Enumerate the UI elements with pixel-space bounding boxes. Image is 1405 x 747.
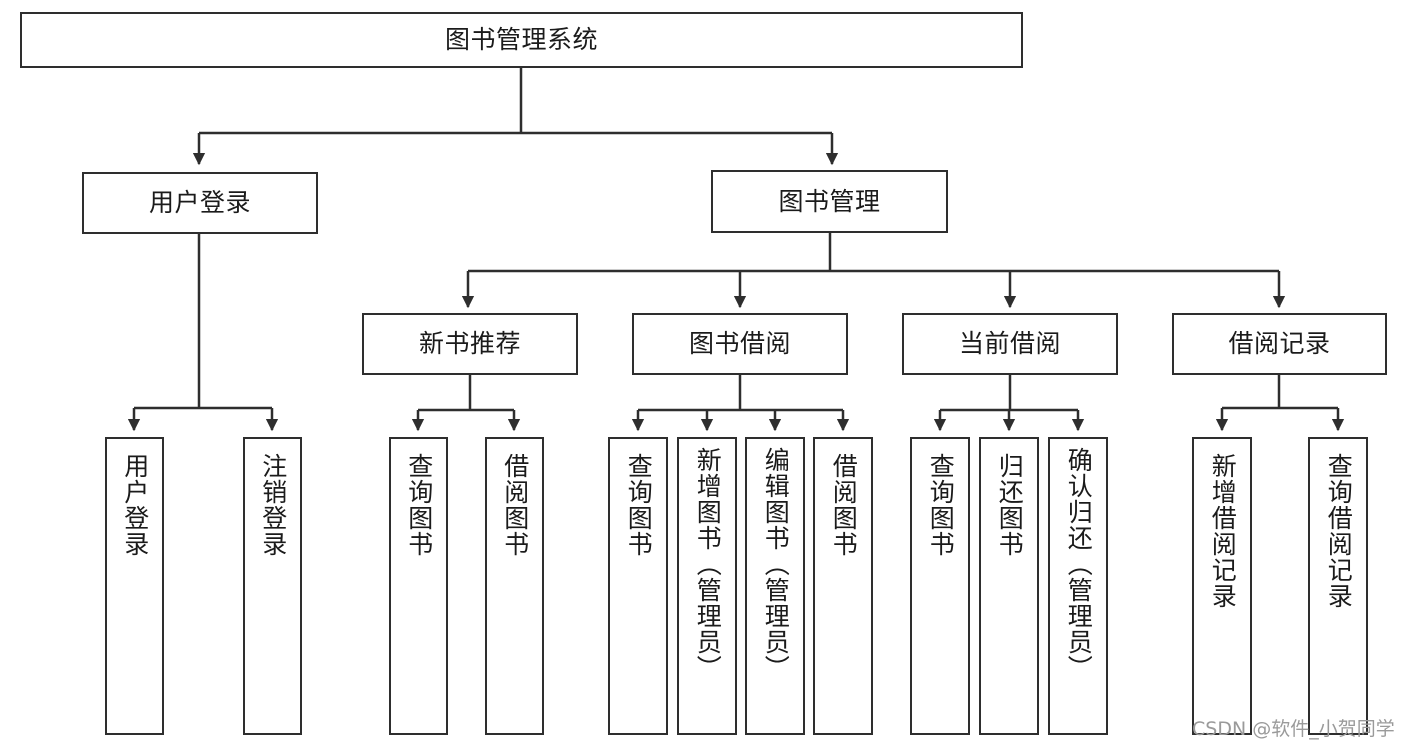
leaf-query-book-borrow[interactable]: 查询图书 xyxy=(608,437,668,735)
node-label: 图书管理 xyxy=(778,186,881,216)
node-root-system[interactable]: 图书管理系统 xyxy=(20,12,1023,68)
leaf-logout[interactable]: 注销登录 xyxy=(243,437,302,735)
node-new-book-recommend[interactable]: 新书推荐 xyxy=(362,313,578,375)
leaf-borrow-book[interactable]: 借阅图书 xyxy=(813,437,873,735)
csdn-watermark: CSDN @软件_小贺同学 xyxy=(1192,718,1395,740)
node-label: 图书管理系统 xyxy=(444,25,598,55)
node-label: 用户登录 xyxy=(148,188,251,218)
node-label: 新增借阅记录 xyxy=(1208,453,1238,609)
node-label: 用户登录 xyxy=(120,453,150,557)
node-user-login[interactable]: 用户登录 xyxy=(82,172,318,234)
node-label: 查询借阅记录 xyxy=(1324,453,1354,609)
node-book-borrow[interactable]: 图书借阅 xyxy=(632,313,848,375)
leaf-edit-book-admin[interactable]: 编辑图书（管理员） xyxy=(745,437,805,735)
node-label: 当前借阅 xyxy=(958,329,1061,359)
leaf-query-book-current[interactable]: 查询图书 xyxy=(910,437,970,735)
node-label: 注销登录 xyxy=(258,453,288,557)
leaf-query-book-recommend[interactable]: 查询图书 xyxy=(389,437,448,735)
leaf-return-book[interactable]: 归还图书 xyxy=(979,437,1039,735)
node-label: 借阅图书 xyxy=(829,453,859,557)
leaf-add-book-admin[interactable]: 新增图书（管理员） xyxy=(677,437,737,735)
leaf-query-borrow-record[interactable]: 查询借阅记录 xyxy=(1308,437,1368,735)
node-borrow-record[interactable]: 借阅记录 xyxy=(1172,313,1387,375)
node-label: 查询图书 xyxy=(624,453,654,557)
leaf-confirm-return-admin[interactable]: 确认归还（管理员） xyxy=(1048,437,1108,735)
node-label: 确认归还（管理员） xyxy=(1064,447,1094,681)
node-current-borrow[interactable]: 当前借阅 xyxy=(902,313,1118,375)
node-label: 借阅图书 xyxy=(500,453,530,557)
node-label: 新书推荐 xyxy=(418,329,521,359)
node-label: 图书借阅 xyxy=(688,329,791,359)
leaf-user-login[interactable]: 用户登录 xyxy=(105,437,164,735)
leaf-borrow-book-recommend[interactable]: 借阅图书 xyxy=(485,437,544,735)
node-label: 借阅记录 xyxy=(1228,329,1331,359)
node-label: 新增图书（管理员） xyxy=(693,447,723,681)
leaf-add-borrow-record[interactable]: 新增借阅记录 xyxy=(1192,437,1252,735)
node-book-management[interactable]: 图书管理 xyxy=(711,170,948,233)
node-label: 编辑图书（管理员） xyxy=(761,447,791,681)
node-label: 查询图书 xyxy=(926,453,956,557)
node-label: 归还图书 xyxy=(995,453,1025,557)
node-label: 查询图书 xyxy=(404,453,434,557)
